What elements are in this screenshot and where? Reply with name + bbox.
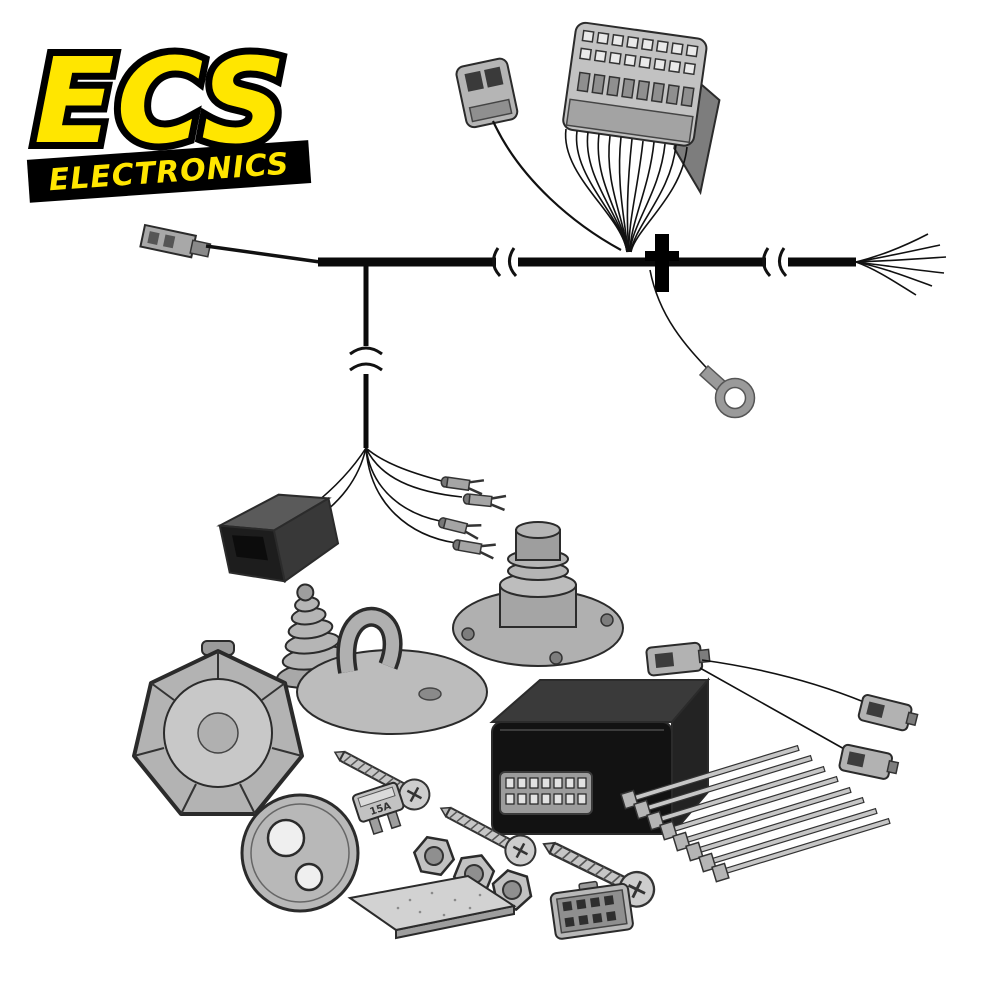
- micro-connector: [549, 880, 634, 940]
- control-module-box: [489, 677, 711, 837]
- lead-connectors: [645, 641, 919, 780]
- main-wiring-harness: [139, 223, 947, 419]
- vehicle-connector-block: [562, 21, 721, 253]
- seven-pin-socket-housing: [132, 640, 304, 816]
- logo-brand-outline: ECS: [34, 32, 288, 170]
- boot-plate: [296, 606, 488, 735]
- logo-banner-bg: [26, 140, 312, 203]
- lead-connector-lower: [838, 743, 900, 780]
- bullet-terminals: [437, 476, 507, 560]
- ring-terminal: [698, 364, 756, 419]
- multi-pin-plug: [216, 493, 340, 584]
- lead-wire-2: [699, 667, 847, 751]
- two-pin-connector-wire: [491, 120, 622, 251]
- lead-connector-upper: [857, 694, 919, 732]
- branch-harness: [216, 262, 507, 584]
- grommet-tower: [452, 521, 624, 667]
- lead-wire-1: [701, 659, 865, 703]
- connector-wire-bundle: [564, 128, 688, 253]
- harness-left-lead: [205, 244, 321, 264]
- harness-clip: [645, 234, 679, 292]
- lead-connector-main: [645, 641, 711, 677]
- cable-ties: [620, 744, 891, 883]
- abrasive-sheet: [347, 874, 517, 940]
- ecs-logo: ECS ECS ELECTRONICS: [26, 25, 312, 203]
- branch-break: [349, 346, 383, 372]
- harness-break-right: [762, 247, 788, 278]
- harness-break-left: [492, 247, 518, 278]
- harness-frayed-end: [855, 233, 947, 296]
- harness-left-connector: [139, 223, 212, 259]
- socket-base-plate: [240, 793, 360, 913]
- two-pin-connector: [455, 57, 622, 251]
- blade-fuse: 15A: [352, 781, 405, 836]
